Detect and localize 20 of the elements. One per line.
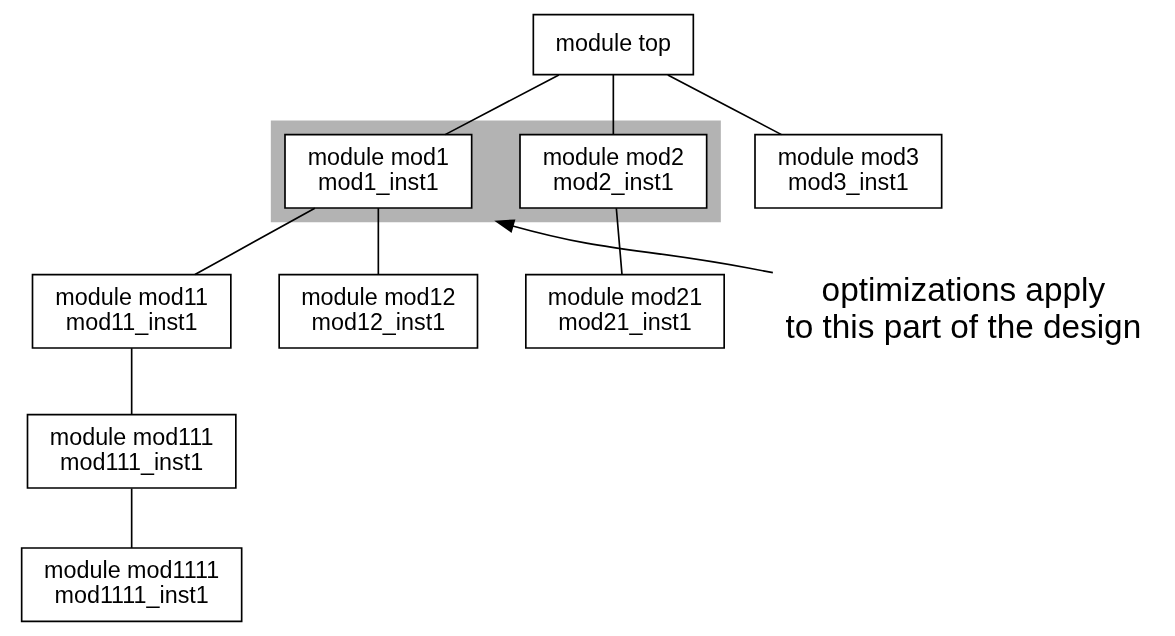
node-box: module mod3 mod3_inst1	[754, 133, 943, 209]
node-box: module mod1 mod1_inst1	[284, 133, 473, 209]
connector	[194, 207, 316, 276]
connector	[130, 347, 133, 416]
connector	[444, 74, 560, 136]
node-box: module mod2 mod2_inst1	[519, 133, 708, 209]
node-box: module mod1111 mod1111_inst1	[20, 547, 243, 623]
node-box: module mod11 mod11_inst1	[31, 273, 232, 349]
node-box: module top	[532, 13, 695, 76]
arrow	[494, 219, 774, 274]
connector	[377, 207, 380, 276]
connector	[612, 74, 615, 136]
node-text: optimizations apply to this part of the design	[785, 271, 1142, 345]
connector	[615, 207, 623, 276]
cluster	[270, 120, 721, 223]
connector	[667, 74, 783, 136]
node-box: module mod21 mod21_inst1	[525, 273, 725, 349]
node-box: module mod12 mod12_inst1	[278, 273, 479, 349]
connector	[130, 487, 133, 549]
node-box: module mod111 mod111_inst1	[26, 413, 237, 489]
